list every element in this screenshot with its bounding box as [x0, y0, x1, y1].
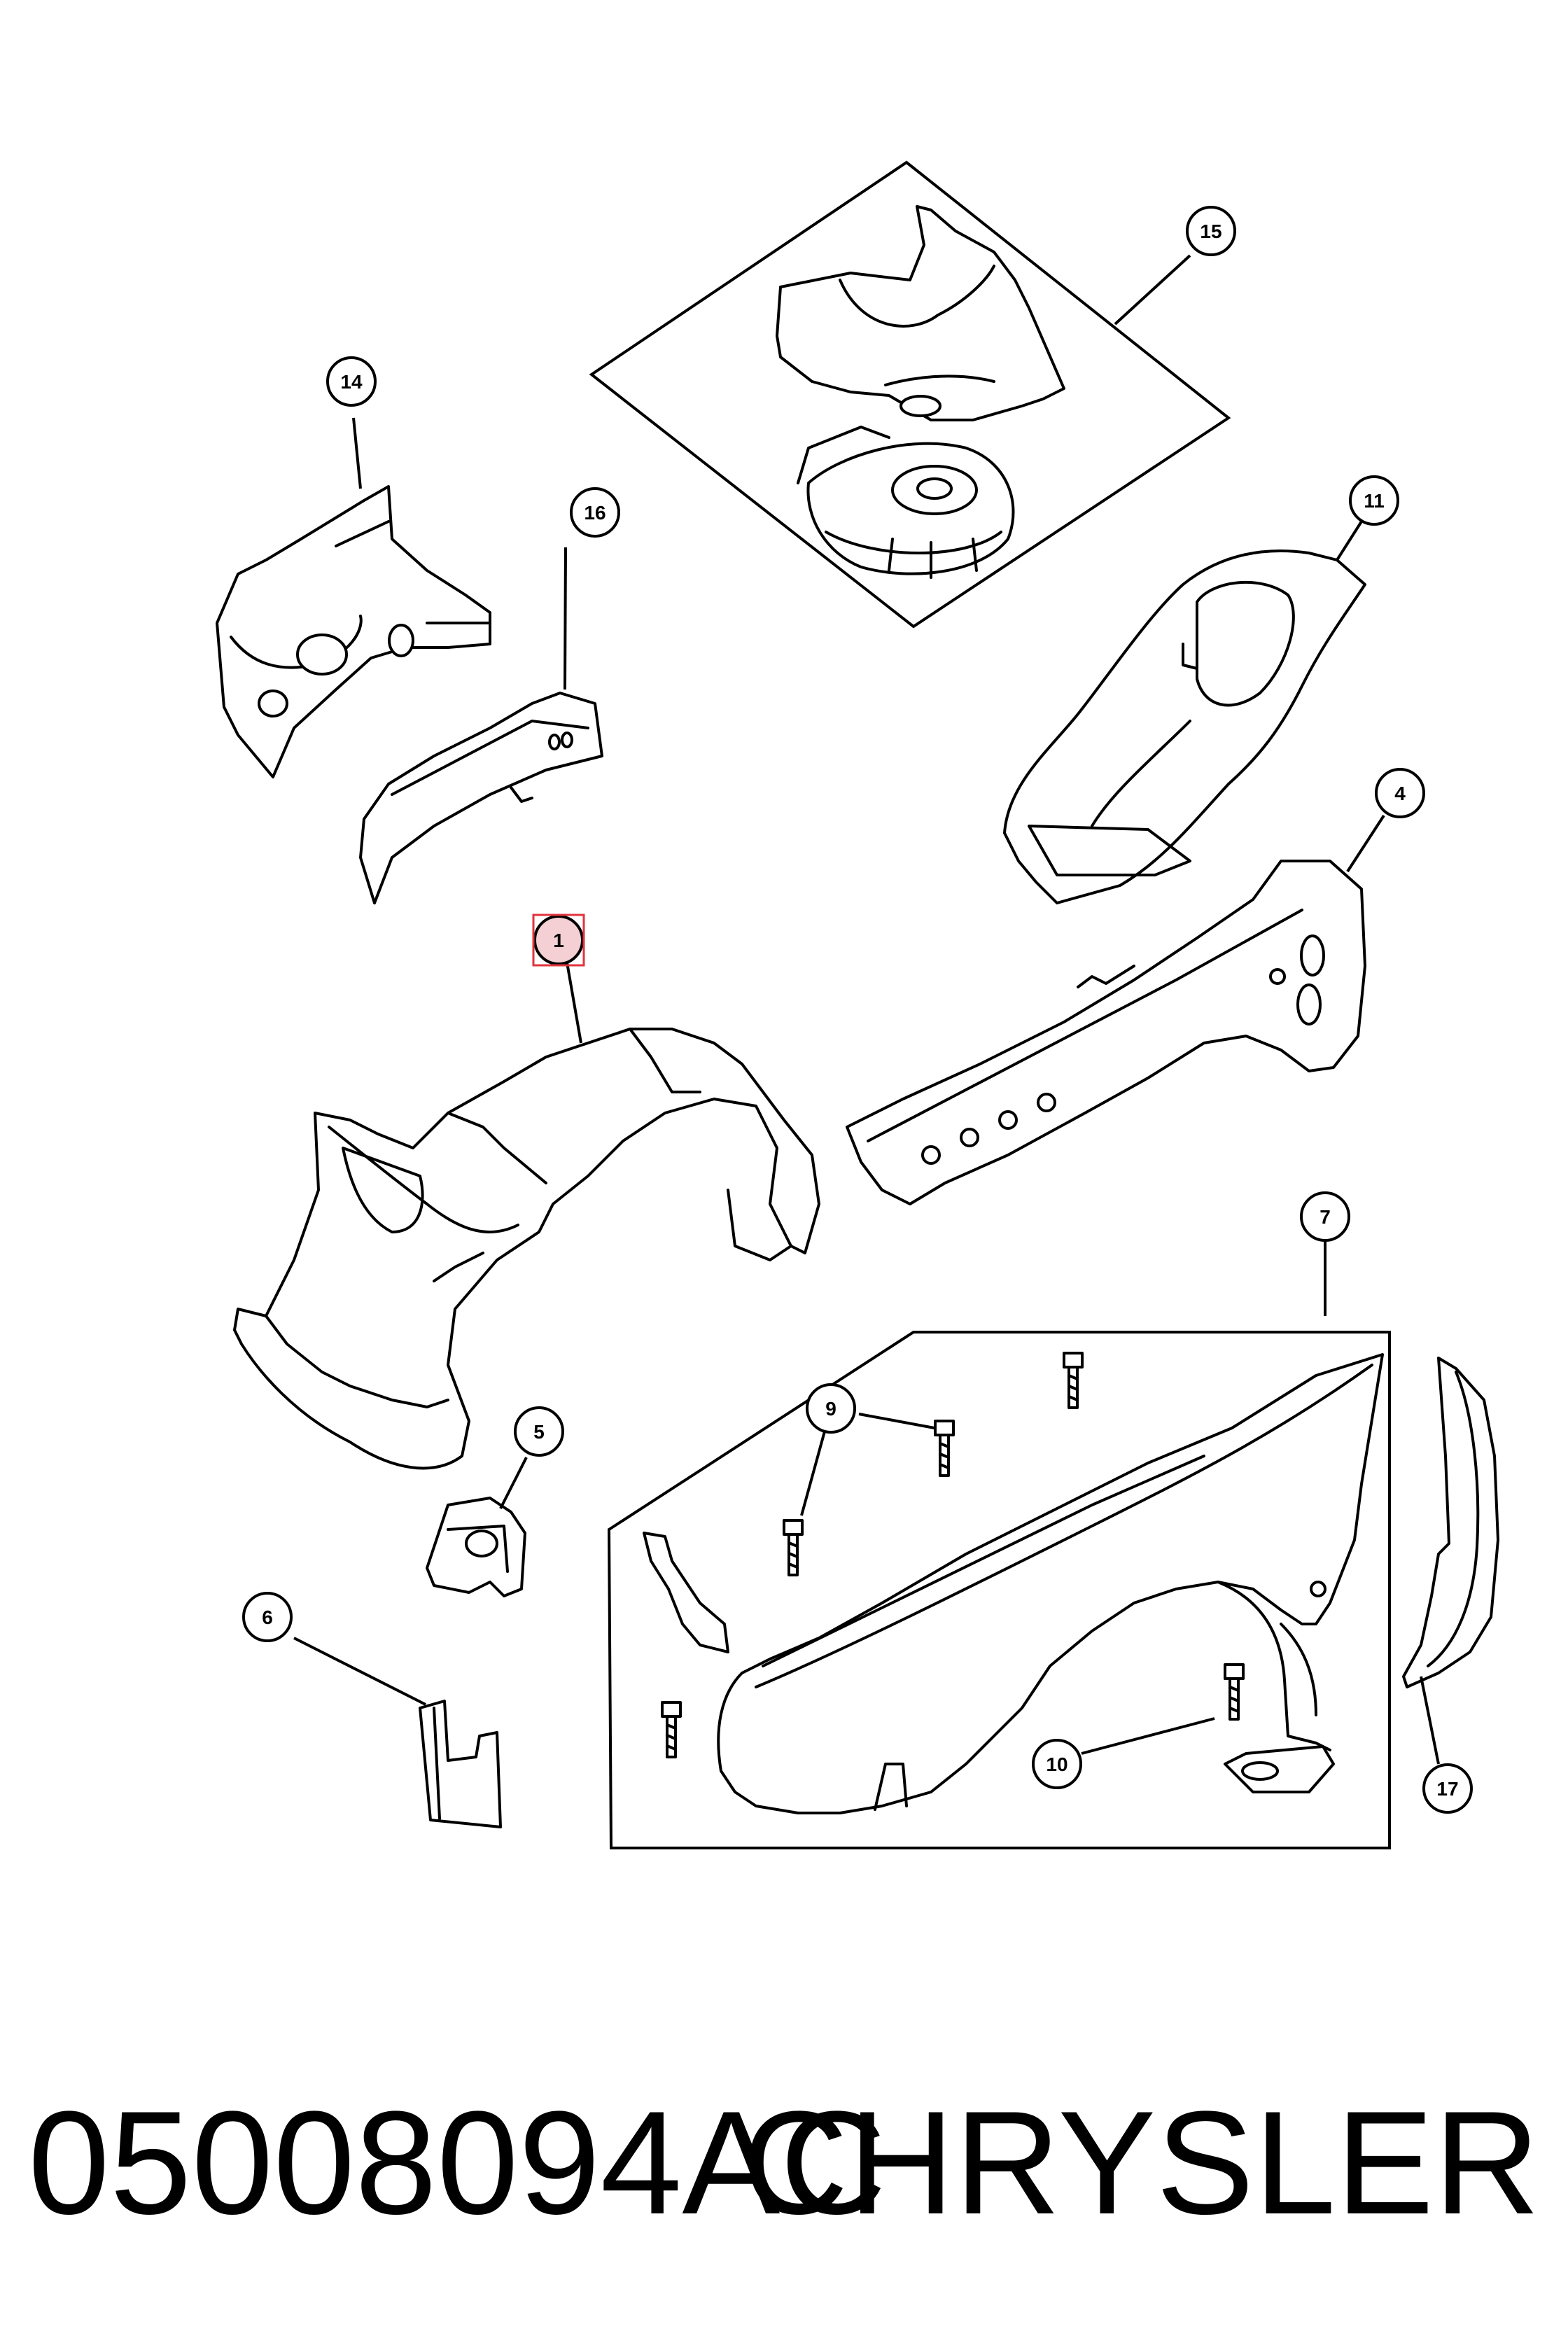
part-15-kit-outline: [589, 160, 1231, 629]
callout-1-highlight-box: [532, 913, 585, 967]
footer-caption: 05008094AC CHRYSLER: [0, 2072, 1568, 2254]
callout-7[interactable]: 7: [1300, 1191, 1350, 1242]
callout-14[interactable]: 14: [326, 356, 377, 407]
part-15-strut-tower-kit[interactable]: [589, 160, 1231, 629]
callout-11[interactable]: 11: [1349, 475, 1399, 526]
part-9-bolt-b[interactable]: [934, 1420, 955, 1477]
svg-text:7: 7: [1320, 1206, 1331, 1228]
part-10-bolt[interactable]: [1224, 1663, 1245, 1721]
svg-text:16: 16: [584, 502, 606, 524]
svg-text:1: 1: [553, 930, 564, 951]
part-9-bolt-c[interactable]: [783, 1519, 804, 1576]
part-1-wheelhouse-liner[interactable]: [233, 1028, 820, 1470]
brand-label: CHRYSLER: [742, 2080, 1540, 2245]
part-5-clip-nut[interactable]: [426, 1497, 526, 1597]
callout-4[interactable]: 4: [1375, 768, 1425, 818]
callout-1[interactable]: 1: [532, 913, 585, 967]
svg-text:10: 10: [1046, 1754, 1068, 1775]
part-11-side-panel[interactable]: [1003, 550, 1366, 904]
svg-text:9: 9: [825, 1398, 836, 1420]
callout-15[interactable]: 15: [1186, 206, 1236, 256]
callout-10[interactable]: 10: [1032, 1739, 1082, 1789]
callout-5[interactable]: 5: [514, 1406, 564, 1457]
svg-text:4: 4: [1394, 783, 1406, 804]
callout-9[interactable]: 9: [806, 1383, 856, 1434]
part-7-kit-outline: [607, 1331, 1391, 1849]
svg-text:11: 11: [1364, 490, 1385, 512]
svg-text:6: 6: [262, 1606, 273, 1628]
part-6-shim[interactable]: [419, 1700, 502, 1828]
svg-text:15: 15: [1200, 220, 1222, 242]
svg-text:5: 5: [533, 1421, 545, 1443]
exploded-parts-diagram: 15 14 16 11: [216, 160, 1499, 1849]
svg-text:17: 17: [1436, 1778, 1458, 1800]
part-16-rail-extension[interactable]: [359, 692, 603, 904]
callout-6[interactable]: 6: [242, 1592, 293, 1642]
part-9-bolt-d[interactable]: [661, 1701, 682, 1758]
svg-text:14: 14: [340, 371, 363, 393]
part-17-fender-seal[interactable]: [1402, 1357, 1499, 1688]
part-14-bracket[interactable]: [216, 485, 491, 778]
callout-16[interactable]: 16: [570, 487, 620, 538]
part-7-fender-kit[interactable]: [607, 1331, 1391, 1849]
part-9-bolt-a[interactable]: [1063, 1352, 1084, 1409]
part-number-label: 05008094AC: [28, 2080, 887, 2245]
part-4-frame-rail[interactable]: [846, 860, 1366, 1205]
callout-17[interactable]: 17: [1422, 1763, 1473, 1814]
